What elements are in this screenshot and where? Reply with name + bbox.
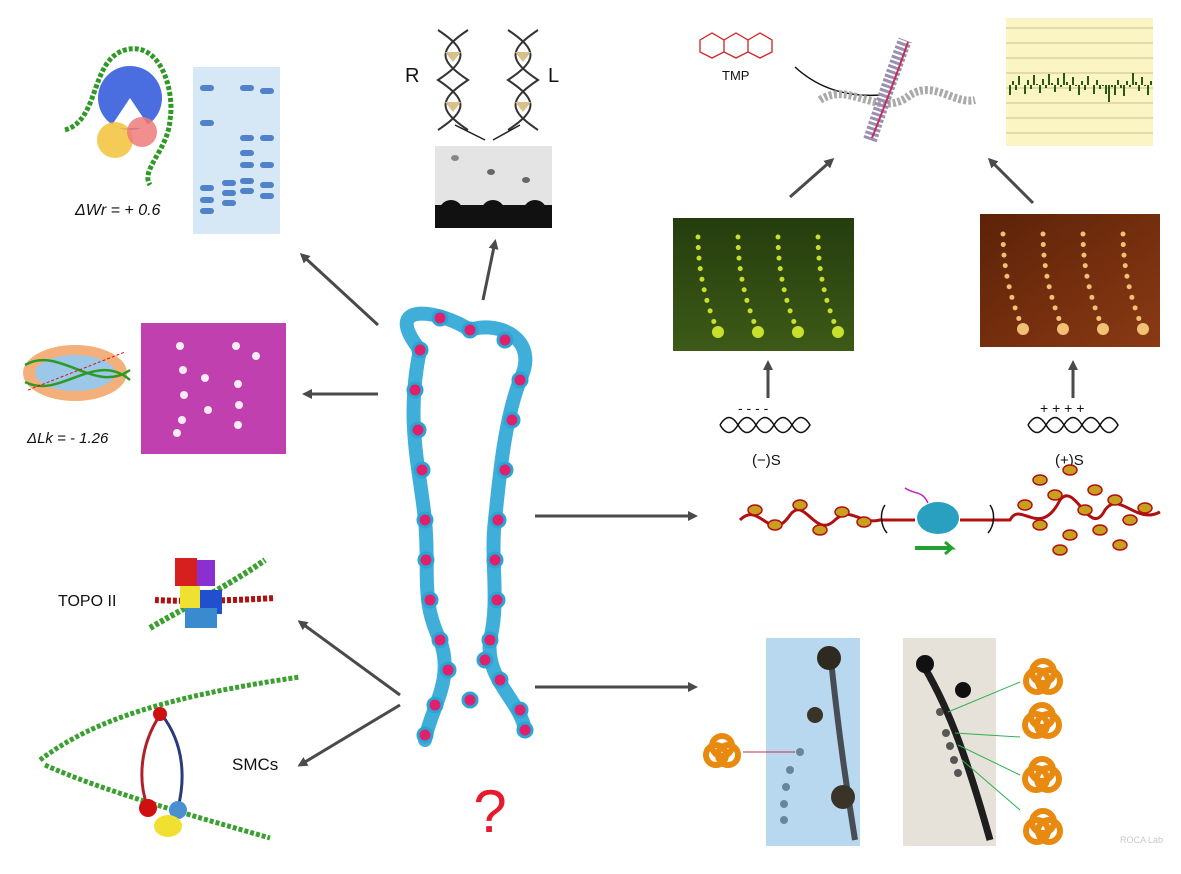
chirality-right-label: R — [405, 65, 419, 87]
transcription-chromatin — [740, 465, 1160, 555]
orange-2d-gel — [980, 214, 1160, 347]
central-chromatin-loop — [407, 311, 532, 742]
question-mark: ? — [473, 778, 506, 845]
nucleosome-beads — [408, 311, 532, 742]
arrow-to-wr-gel — [302, 255, 378, 325]
topo2-structure-icon — [150, 558, 275, 628]
magenta-gel — [141, 323, 286, 454]
rna-polymerase-icon — [917, 502, 959, 534]
arrow-green-to-structure — [790, 160, 832, 197]
blue-knot-gel — [766, 638, 860, 846]
positive-signs: + + + + — [1040, 400, 1084, 416]
watermark: ROCA Lab — [1120, 835, 1163, 845]
chirality-left-label: L — [548, 65, 559, 87]
nucleosome-wrap-cartoon — [65, 49, 171, 185]
smcs-label: SMCs — [232, 755, 278, 774]
negative-supercoil-icon — [720, 418, 810, 433]
green-2d-gel — [673, 218, 854, 351]
arrow-to-smcs — [300, 705, 400, 765]
negative-signs: - - - - — [738, 400, 769, 416]
lk-cartoon — [23, 345, 130, 401]
arrow-orange-to-structure — [990, 160, 1033, 203]
topo2-label: TOPO II — [58, 593, 116, 610]
delta-lk-label: ΔLk = - 1.26 — [26, 430, 109, 447]
delta-wr-label: ΔWr = + 0.6 — [74, 202, 161, 219]
blue-gel — [193, 67, 280, 234]
gray-knot-gel — [903, 638, 996, 846]
positive-supercoil-icon — [1028, 418, 1118, 433]
tmp-label: TMP — [722, 68, 749, 83]
chirality-helices — [438, 30, 538, 140]
footprint-plot — [1006, 18, 1153, 146]
tmp-molecule-icon — [700, 33, 772, 58]
chirality-gel — [435, 146, 552, 228]
negative-supercoil-label: (−)S — [752, 452, 781, 469]
arrow-to-chirality-gel — [483, 242, 495, 300]
dna-structure-icon — [820, 40, 975, 140]
arrow-to-topo2 — [300, 622, 400, 695]
